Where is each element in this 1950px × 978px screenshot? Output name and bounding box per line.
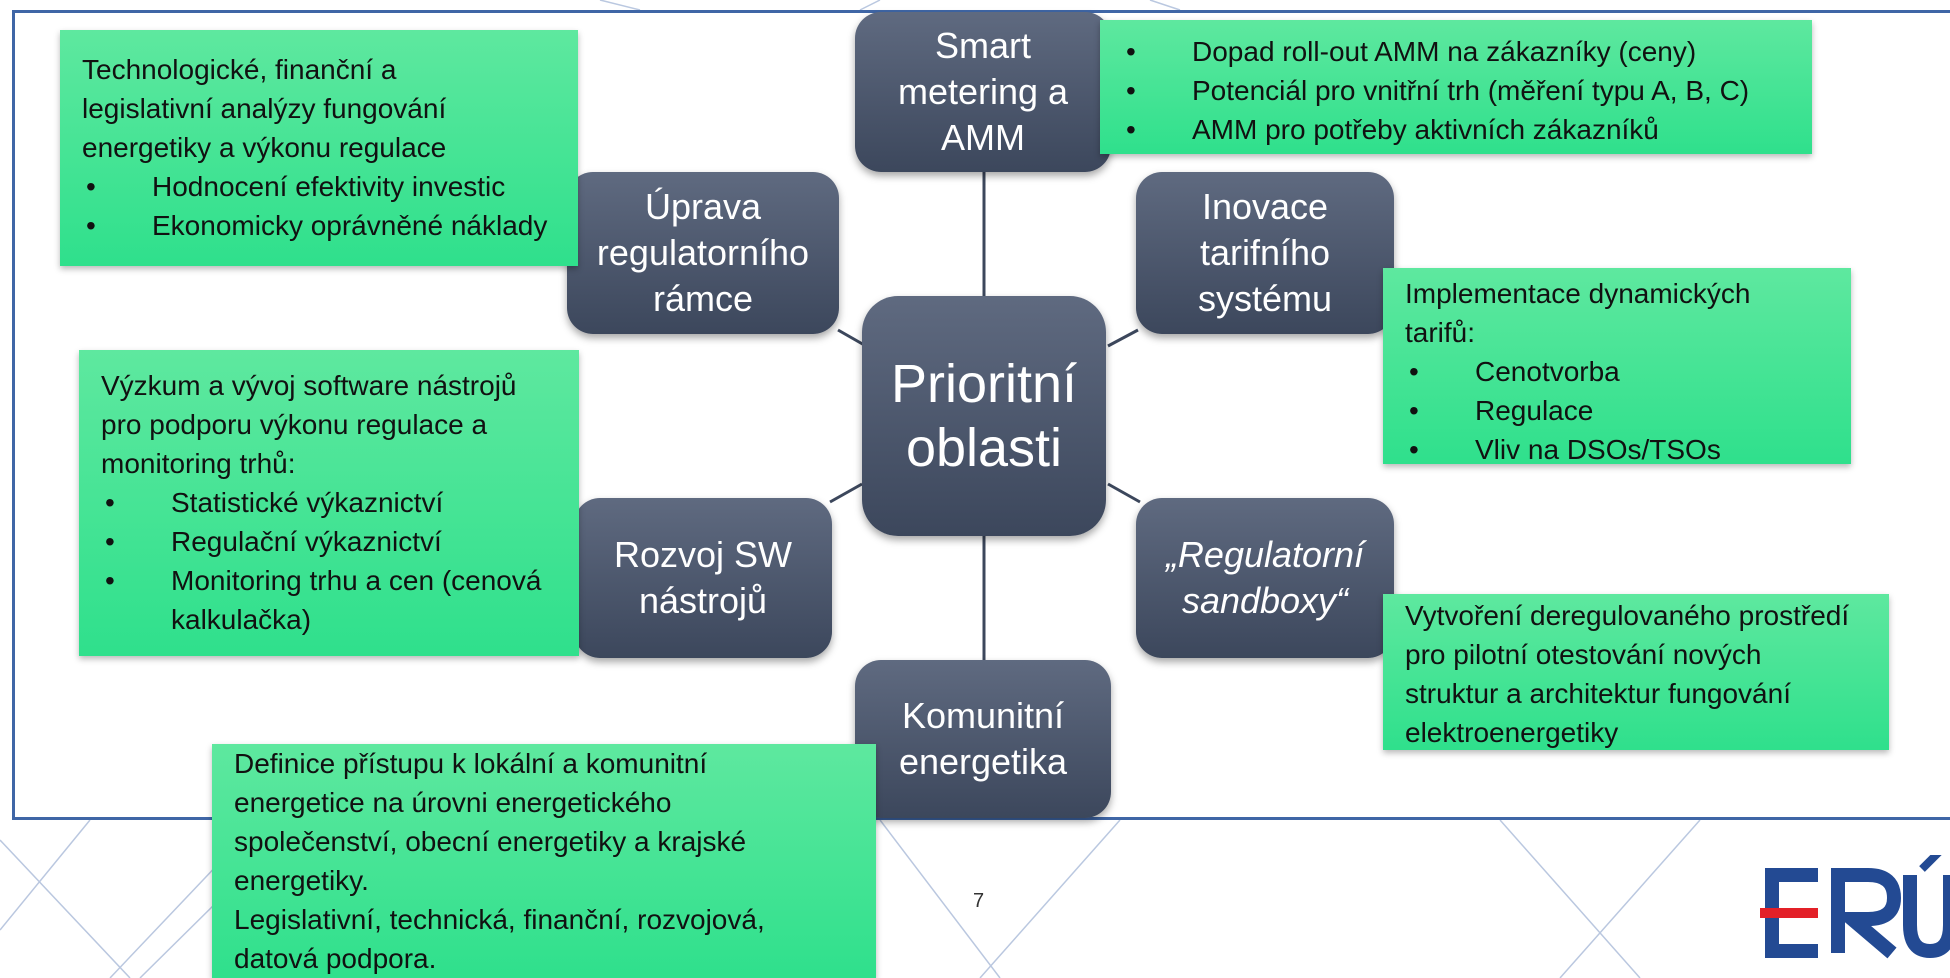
node-label-line: systému: [1197, 278, 1333, 319]
box-uprava: Technologické, finanční a legislativní a…: [60, 30, 578, 266]
bullet-item: Vliv na DSOs/TSOs: [1405, 430, 1829, 469]
bullet-item: Potenciál pro vnitřní trh (měření typu A…: [1122, 71, 1790, 110]
node-label-line: Úprava: [644, 186, 762, 227]
center-node-line: oblasti: [905, 418, 1063, 478]
node-label-line: metering a: [897, 71, 1069, 112]
box-text-line: Implementace dynamických: [1405, 278, 1751, 309]
node-label-line: Smart: [934, 25, 1031, 66]
node-rozvoj: Rozvoj SW nástrojů: [574, 498, 832, 658]
bullet-item: Ekonomicky oprávněné náklady: [82, 206, 556, 245]
box-text-line: Legislativní, technická, finanční, rozvo…: [234, 904, 765, 935]
bullet-item: Regulační výkaznictví: [101, 522, 557, 561]
bullet-item: Statistické výkaznictví: [101, 483, 557, 522]
node-label-line: Komunitní: [901, 695, 1065, 736]
box-text-line: legislativní analýzy fungování: [82, 93, 447, 124]
box-text-line: Výzkum a vývoj software nástrojů: [101, 370, 517, 401]
box-text-line: tarifů:: [1405, 317, 1476, 348]
box-text-line: datová podpora.: [234, 943, 437, 974]
bullet-item: Dopad roll-out AMM na zákazníky (ceny): [1122, 32, 1790, 71]
box-text-line: Vytvoření deregulovaného prostředí: [1405, 600, 1850, 631]
bullet-item: AMM pro potřeby aktivních zákazníků: [1122, 110, 1790, 149]
node-label-line: nástrojů: [638, 580, 768, 621]
node-inovace: Inovace tarifního systému: [1136, 172, 1394, 334]
box-text-line: elektroenergetiky: [1405, 717, 1619, 748]
node-sandboxy: „Regulatorní sandboxy“: [1136, 498, 1394, 658]
bullet-item: Regulace: [1405, 391, 1829, 430]
node-label-line: rámce: [652, 278, 754, 319]
node-label-line: „Regulatorní: [1165, 534, 1365, 575]
box-sandboxy: Vytvoření deregulovaného prostředí pro p…: [1383, 594, 1889, 750]
box-text-line: struktur a architektur fungování: [1405, 678, 1791, 709]
node-label-line: regulatorního: [596, 232, 810, 273]
box-text-line: Technologické, finanční a: [82, 54, 397, 85]
box-text-line: pro pilotní otestování nových: [1405, 639, 1762, 670]
bullet-item: Monitoring trhu a cen (cenová kalkulačka…: [101, 561, 557, 639]
page-number: 7: [973, 890, 985, 912]
bullet-item: Hodnocení efektivity investic: [82, 167, 556, 206]
eru-logo: [1760, 855, 1950, 959]
box-rozvoj: Výzkum a vývoj software nástrojů pro pod…: [79, 350, 579, 656]
bullet-item: Cenotvorba: [1405, 352, 1829, 391]
node-label-line: Inovace: [1201, 186, 1329, 227]
node-label-line: tarifního: [1199, 232, 1331, 273]
node-label-line: energetika: [898, 741, 1068, 782]
node-label-line: Rozvoj SW: [613, 534, 793, 575]
box-inovace: Implementace dynamických tarifů: Cenotvo…: [1383, 268, 1851, 469]
center-node: Prioritní oblasti: [862, 296, 1106, 536]
node-smart-metering: Smart metering a AMM: [855, 12, 1111, 172]
box-text-line: energetice na úrovni energetického: [234, 787, 672, 818]
node-komunitni: Komunitní energetika: [855, 660, 1111, 818]
box-text-line: energetiky.: [234, 865, 369, 896]
box-text-line: pro podporu výkonu regulace a: [101, 409, 488, 440]
box-text-line: společenství, obecní energetiky a krajsk…: [234, 826, 747, 857]
box-komunitni: Definice přístupu k lokální a komunitní …: [212, 744, 876, 978]
box-text-line: energetiky a výkonu regulace: [82, 132, 447, 163]
node-label-line: AMM: [941, 117, 1025, 158]
box-text-line: monitoring trhů:: [101, 448, 296, 479]
box-smart-metering: Dopad roll-out AMM na zákazníky (ceny) P…: [1100, 20, 1812, 154]
node-label-line: sandboxy“: [1181, 580, 1349, 621]
box-text-line: Definice přístupu k lokální a komunitní: [234, 748, 708, 779]
node-uprava: Úprava regulatorního rámce: [567, 172, 839, 334]
center-node-line: Prioritní: [890, 354, 1078, 414]
